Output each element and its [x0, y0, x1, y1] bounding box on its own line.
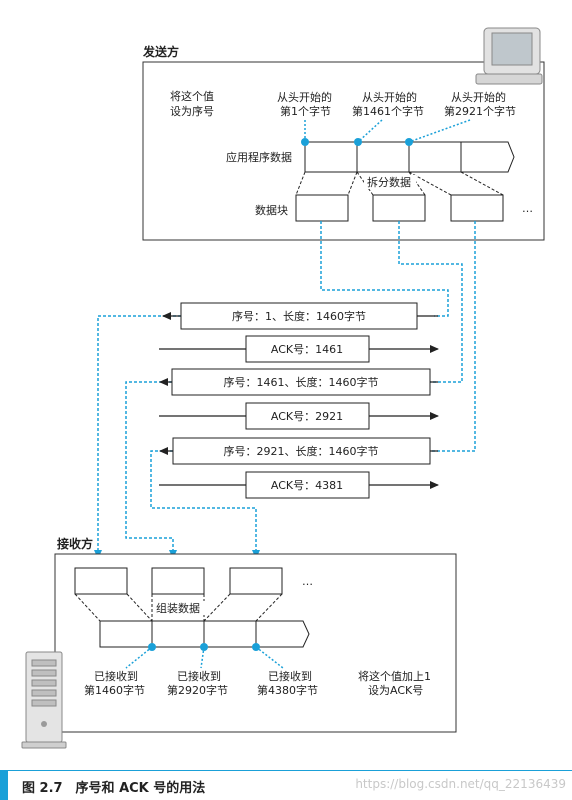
- received-1-line2: 第1460字节: [84, 683, 145, 697]
- caption-accent-tab: [0, 771, 8, 800]
- sender-note-line1: 将这个值: [170, 89, 214, 103]
- recv-chunk-3: [229, 567, 283, 595]
- caption-bar: 图 2.7 序号和 ACK 号的用法 https://blog.csdn.net…: [0, 770, 572, 800]
- chunk-2: [372, 194, 426, 222]
- watermark: https://blog.csdn.net/qq_22136439: [355, 777, 566, 791]
- marker-dot-3: [405, 138, 413, 146]
- app-data-label: 应用程序数据: [226, 150, 292, 164]
- split-label: 拆分数据: [367, 175, 411, 189]
- msg-2-box: [245, 335, 370, 363]
- assemble-label: 组装数据: [156, 601, 200, 615]
- receiver-ellipsis: …: [302, 575, 313, 588]
- app-data-bar: [304, 141, 515, 173]
- diagram-canvas: 发送方 将这个值 设为序号 从头开始的 第1个字节 从头开始的 第1461个字节…: [21, 27, 545, 749]
- msg-3-box: [171, 368, 431, 396]
- msg-4-box: [245, 402, 370, 430]
- received-3-line1: 已接收到: [268, 669, 312, 683]
- msg-6-text: ACK号：4381: [271, 479, 343, 492]
- sender-ellipsis: …: [522, 202, 533, 215]
- msg-3-text: 序号：1461、长度：1460字节: [224, 375, 379, 389]
- receiver-title: 接收方: [57, 536, 93, 551]
- marker-2-line2: 第1461个字节: [352, 104, 424, 118]
- recv-chunk-2: [151, 567, 205, 595]
- received-3-line2: 第4380字节: [257, 683, 318, 697]
- chunk-label: 数据块: [255, 203, 288, 217]
- marker-dot-2: [354, 138, 362, 146]
- msg-1-box: [180, 302, 418, 330]
- marker-3-line1: 从头开始的: [451, 90, 506, 104]
- msg-5-box: [172, 437, 431, 465]
- msg-4-text: ACK号：2921: [271, 410, 343, 423]
- msg-2-text: ACK号：1461: [271, 343, 343, 356]
- assemble-lines: [74, 593, 283, 622]
- marker-3-line2: 第2921个字节: [444, 104, 516, 118]
- received-1-line1: 已接收到: [94, 669, 138, 683]
- chunk-routes: [94, 221, 476, 559]
- marker-2-line1: 从头开始的: [362, 90, 417, 104]
- marker-dot-1: [301, 138, 309, 146]
- recv-chunk-1: [74, 567, 128, 595]
- sender-title: 发送方: [142, 44, 179, 59]
- figure-caption: 图 2.7 序号和 ACK 号的用法: [22, 781, 206, 796]
- msg-5-text: 序号：2921、长度：1460字节: [224, 444, 379, 458]
- chunk-3: [450, 194, 504, 222]
- received-2-line2: 第2920字节: [167, 683, 228, 697]
- marker-1-line1: 从头开始的: [277, 90, 332, 104]
- assembled-data-bar: [99, 620, 310, 648]
- marker-1-line2: 第1个字节: [280, 104, 331, 118]
- marker-pointers: [304, 119, 471, 143]
- received-2-line1: 已接收到: [177, 669, 221, 683]
- msg-6-box: [245, 471, 370, 499]
- recv-pointers: [125, 646, 284, 669]
- server-tower-icon: [21, 651, 67, 749]
- computer-monitor-icon: [475, 27, 543, 85]
- sender-note-line2: 设为序号: [170, 104, 214, 118]
- chunk-1: [295, 194, 349, 222]
- receiver-note-line2: 设为ACK号: [368, 684, 423, 697]
- receiver-note-line1: 将这个值加上1: [358, 669, 431, 683]
- msg-1-text: 序号：1、长度：1460字节: [232, 309, 366, 323]
